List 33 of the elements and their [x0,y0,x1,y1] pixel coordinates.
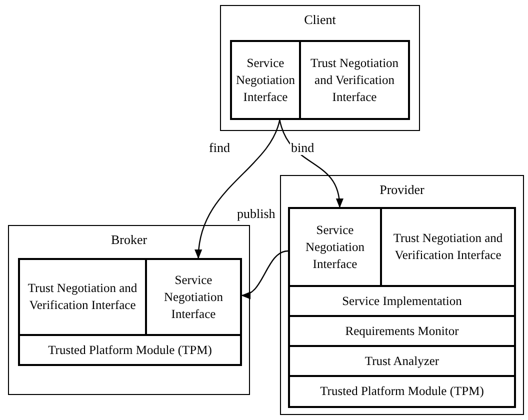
node-label: Requirements Monitor [344,322,460,340]
node-label: Trust Negotiation and Verification Interface [26,280,138,314]
node-label: Provider [378,182,426,198]
node-label: Trust Negotiation and Verification Interface [309,54,400,106]
node-label: Trust Analyzer [364,352,440,370]
container-box [220,5,420,131]
component-box [145,258,242,336]
node-label: Client [303,12,337,28]
container-box [8,225,250,395]
component-box [288,207,382,287]
component-box [230,40,301,120]
node-label: Service Negotiation Interface [234,54,296,106]
node-label: Service Negotiation Interface [162,272,224,322]
component-box [18,334,242,366]
node-label: Trusted Platform Module (TPM) [47,342,213,358]
node-label: Broker [110,232,148,248]
arrow [195,120,280,259]
container-box [280,175,524,415]
node-label: Service Negotiation Interface [304,222,366,272]
node-label: Trusted Platform Module (TPM) [319,383,485,400]
arrow [241,250,288,298]
node-label: Service Implementation [341,292,463,310]
component-box [288,285,516,317]
node-label: Trust Negotiation and Verification Interface [392,230,504,264]
edge-label: publish [236,206,276,221]
edge-label: bind [290,140,316,155]
component-box [288,315,516,347]
component-box [299,40,410,120]
component-box [288,375,516,408]
component-box [380,207,516,287]
component-box [18,258,147,336]
component-box [288,345,516,377]
edge-label: find [208,140,231,155]
